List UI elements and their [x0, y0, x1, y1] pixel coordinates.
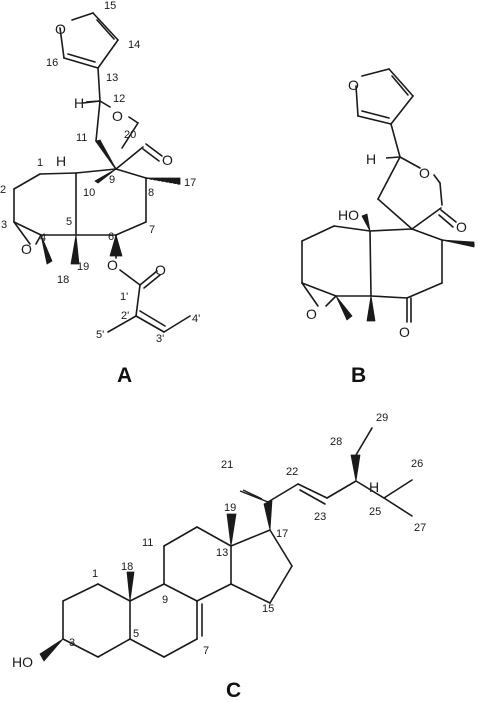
a-lactone-oxygen: O	[112, 108, 123, 124]
a-label-15: 15	[104, 0, 116, 12]
a-label-2: 2	[0, 184, 6, 196]
c-label-15: 15	[262, 603, 274, 615]
c-label-11: 11	[142, 537, 153, 549]
a-label-7: 7	[149, 224, 155, 236]
b-h12: H	[366, 151, 376, 167]
c-label-3: 3	[69, 637, 75, 649]
a-label-6: 6	[108, 231, 114, 243]
structure-c: HO H 1 3 5 7 9 11 13 15 17 18 19 21 22 2…	[12, 412, 426, 702]
a-label-3: 3	[1, 219, 7, 231]
a-label-1p: 1'	[120, 291, 128, 303]
a-h12: H	[74, 95, 84, 111]
c-label-5: 5	[133, 628, 139, 640]
a-label-18: 18	[57, 274, 69, 286]
c-label-13: 13	[216, 547, 228, 559]
b-lactone-oxygen: O	[419, 165, 430, 181]
a-ester-oxygen: O	[107, 257, 118, 273]
c-label-29: 29	[376, 412, 388, 424]
a-label-4p: 4'	[192, 313, 200, 325]
a-epoxide-oxygen: O	[21, 241, 32, 257]
c-label-26: 26	[411, 458, 423, 470]
panel-label-b: B	[351, 364, 366, 387]
a-h10: H	[56, 153, 66, 169]
a-label-8: 8	[148, 187, 154, 199]
c-label-22: 22	[286, 466, 298, 478]
c-hydroxyl: HO	[12, 654, 33, 670]
c-label-9: 9	[162, 594, 168, 606]
a-label-10: 10	[83, 187, 95, 199]
a-label-12: 12	[113, 93, 125, 105]
a-label-9: 9	[109, 174, 115, 186]
a-label-11: 11	[76, 132, 87, 144]
c-label-21: 21	[221, 459, 233, 471]
b-hydroxyl: HO	[338, 207, 359, 223]
c-label-18: 18	[121, 561, 133, 573]
b-ketone-oxygen: O	[399, 324, 410, 340]
c-label-25: 25	[369, 506, 381, 518]
a-furan-oxygen: O	[55, 21, 66, 37]
a-label-5: 5	[66, 216, 72, 228]
a-label-17: 17	[184, 177, 196, 189]
c-h24: H	[369, 479, 379, 495]
c-label-17: 17	[276, 528, 288, 540]
c-label-27: 27	[414, 522, 426, 534]
c-label-23: 23	[314, 511, 326, 523]
a-label-5p: 5'	[96, 329, 104, 341]
a-label-1: 1	[37, 157, 43, 169]
a-label-13: 13	[106, 72, 118, 84]
structure-b: O H O O HO O O B	[301, 68, 475, 387]
a-label-19: 19	[77, 261, 89, 273]
c-label-1: 1	[92, 568, 98, 580]
structure-a: O H O O H O O O 15 14 16 13 12 11 20 1 1…	[0, 0, 200, 387]
a-label-16: 16	[46, 57, 58, 69]
panel-label-a: A	[117, 364, 132, 387]
panel-label-c: C	[226, 679, 241, 702]
a-label-4: 4	[40, 232, 46, 244]
c-label-7: 7	[203, 645, 209, 657]
c-label-28: 28	[330, 436, 342, 448]
a-carbonyl-oxygen: O	[162, 152, 173, 168]
a-label-3p: 3'	[156, 333, 164, 345]
b-carbonyl-oxygen: O	[456, 219, 467, 235]
a-label-20: 20	[124, 129, 136, 141]
a-label-14: 14	[128, 39, 140, 51]
c-label-19: 19	[224, 502, 236, 514]
structure-a-furan	[59, 12, 119, 69]
b-epoxide-oxygen: O	[306, 306, 317, 322]
a-label-2p: 2'	[121, 310, 129, 322]
a-ester-carbonyl-oxygen: O	[155, 262, 166, 278]
b-furan-oxygen: O	[348, 77, 359, 93]
